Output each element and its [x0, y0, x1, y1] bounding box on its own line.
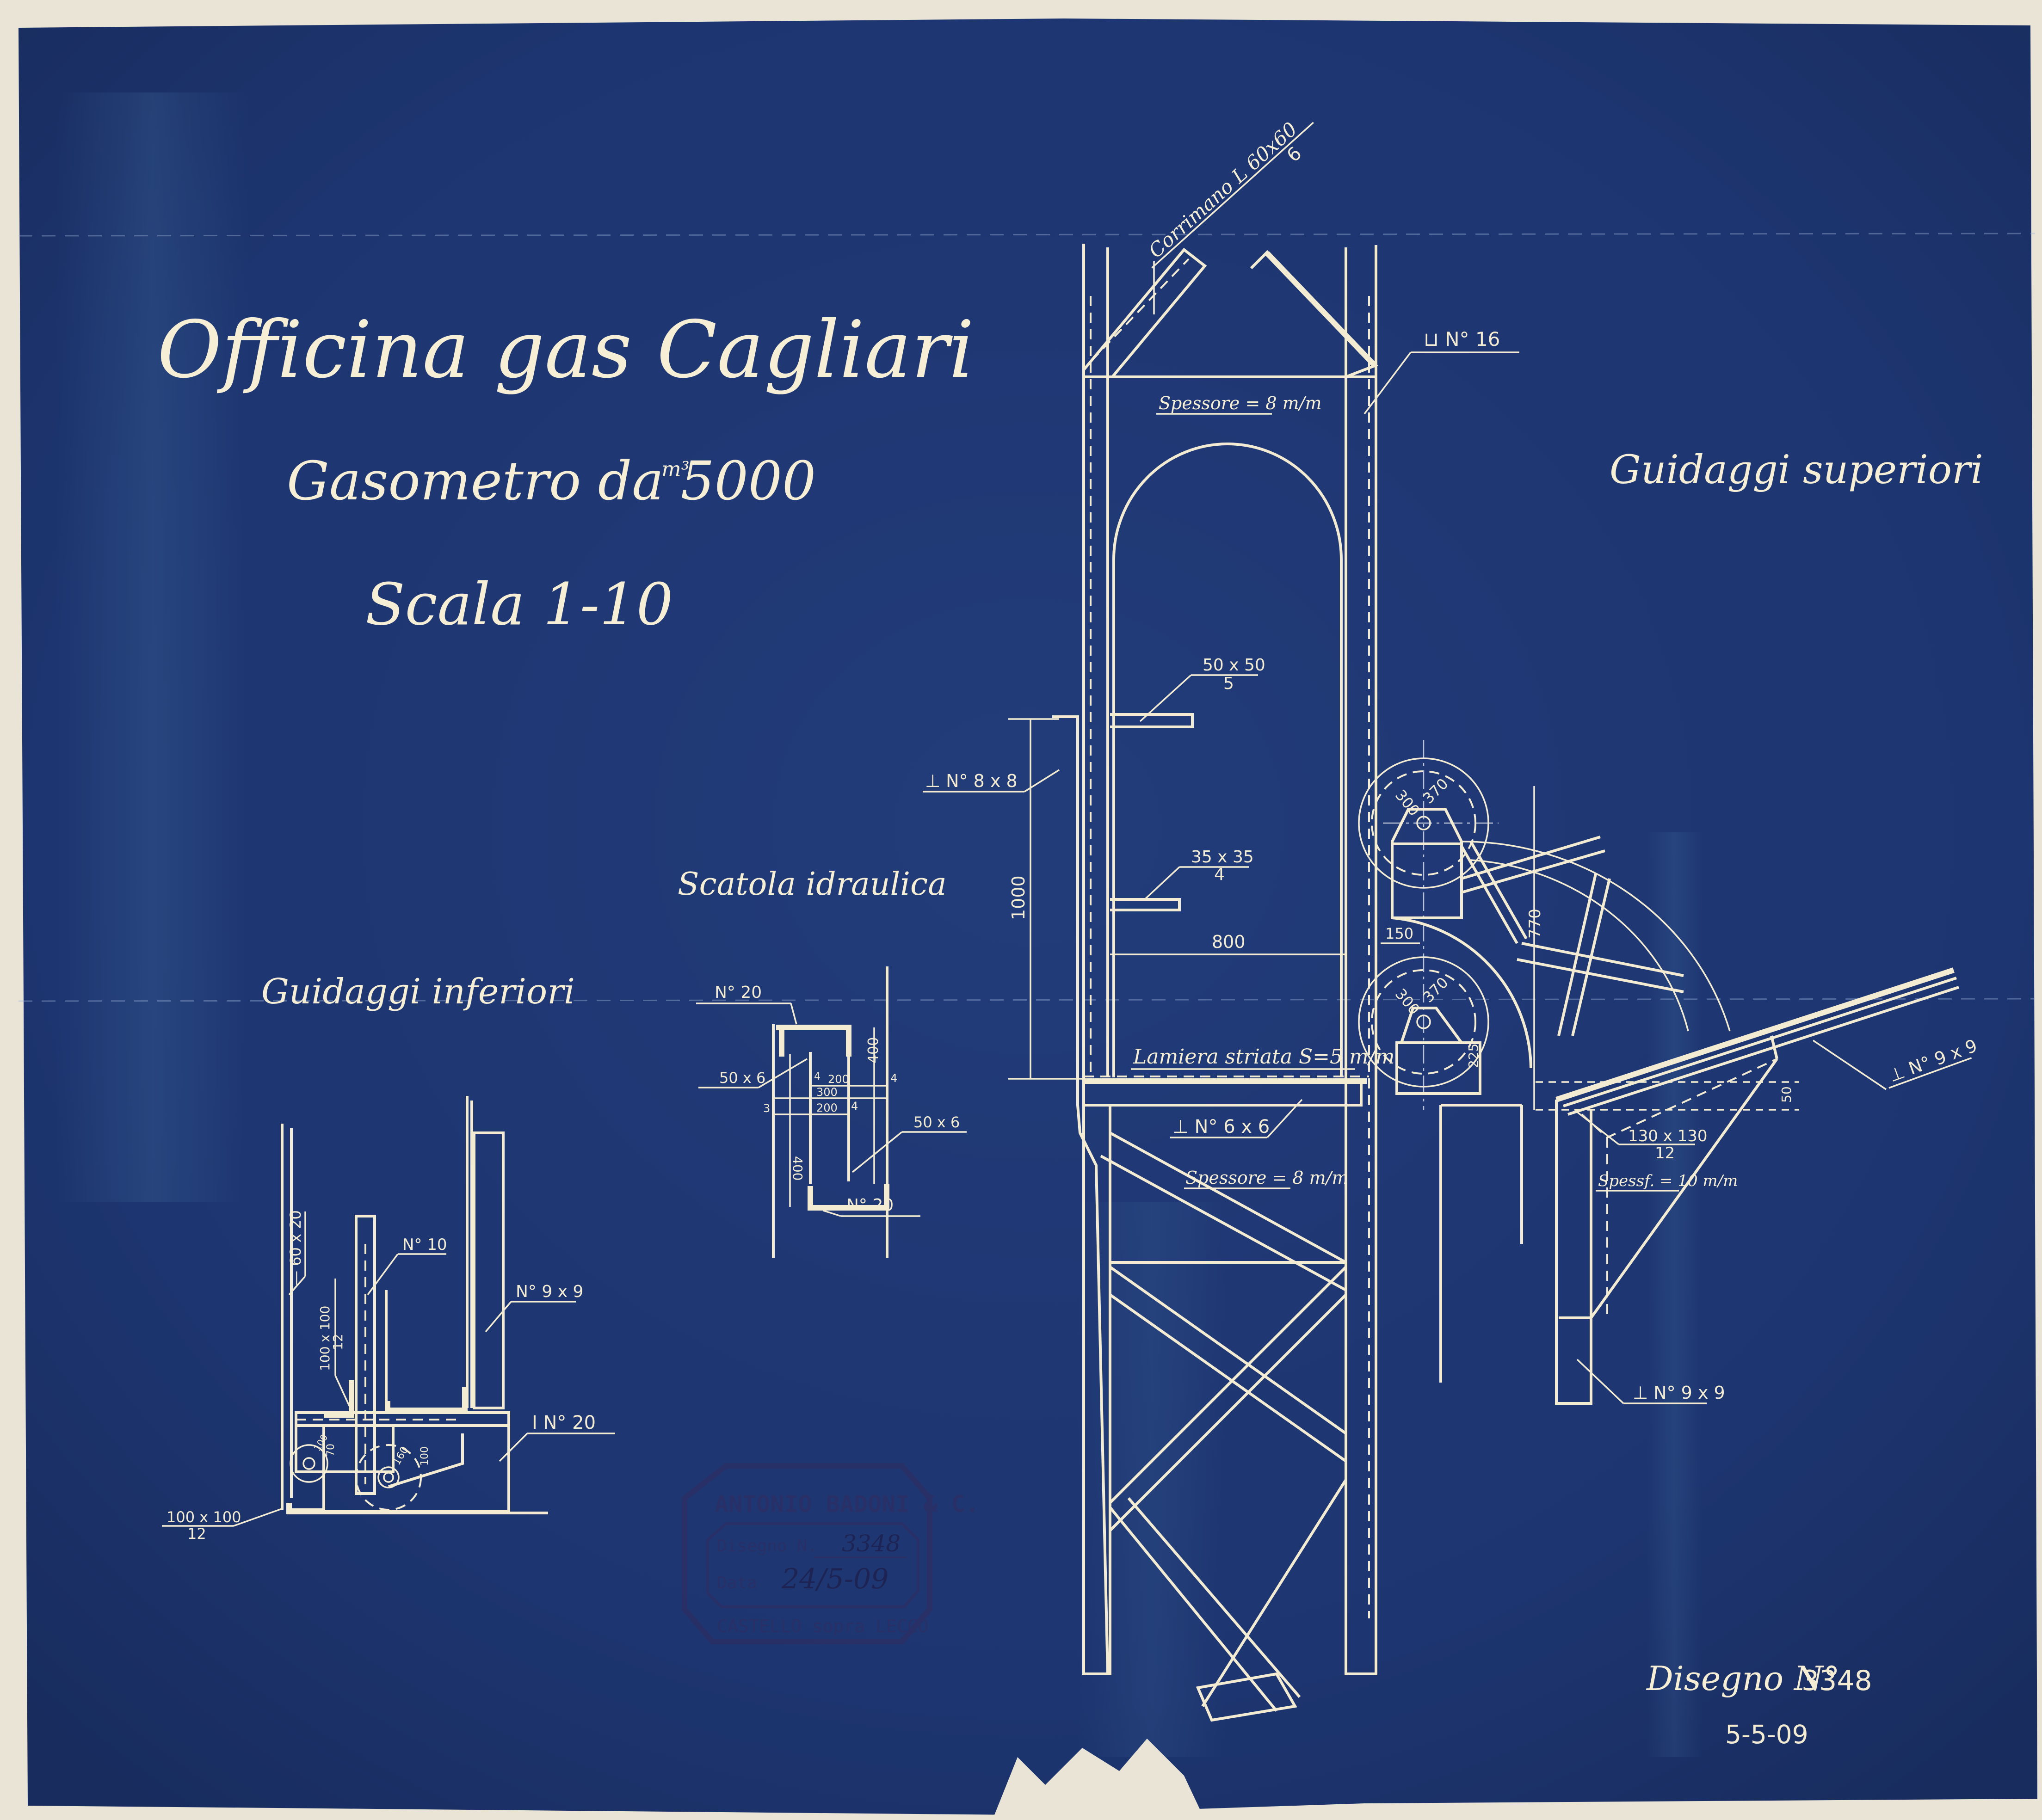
- label-checker-plate: Lamiera striata S=5 m/m: [1133, 1045, 1394, 1069]
- fold-line: [18, 233, 2036, 237]
- section-title-lower-guides: Guidaggi inferiori: [261, 971, 575, 1012]
- stamp-company: ANTONIO BADONI & C.: [715, 1491, 979, 1518]
- upper-guide-bracket: [1439, 967, 1959, 1405]
- label-angle-130: 130 x 130: [1628, 1127, 1708, 1145]
- drawing-number-value: 3348: [1801, 1665, 1872, 1697]
- label-box-dim-200-bottom: 200: [816, 1101, 838, 1114]
- label-box-channel-top: N° 20: [715, 983, 762, 1002]
- label-box-dim-4b: 4: [890, 1072, 897, 1085]
- label-box-dim-3: 3: [763, 1102, 770, 1115]
- torn-edge: [994, 1739, 1203, 1815]
- label-flat-60x20: — 60 x 20: [287, 1210, 304, 1285]
- label-angle-130-thickness: 12: [1655, 1144, 1675, 1162]
- stamp-location: CASTELLO sopra LECCO: [717, 1616, 929, 1636]
- label-angle-100: 100 x 100: [167, 1508, 241, 1526]
- label-box-dim-300: 300: [816, 1086, 838, 1099]
- label-beam-20: I N° 20: [532, 1412, 596, 1433]
- upper-guide-assembly: [1358, 740, 1731, 1110]
- label-tee-8x8: ⊥ N° 8 x 8: [925, 771, 1018, 791]
- stamp-date-value: 24/5-09: [781, 1563, 888, 1595]
- main-guide-tower: [1008, 244, 1379, 1722]
- label-height-1000: 1000: [1008, 875, 1029, 920]
- label-channel-16: ⊔ N° 16: [1424, 328, 1500, 350]
- drawing-date: 5-5-09: [1725, 1720, 1808, 1749]
- drawing-scale: Scala 1-10: [365, 571, 673, 638]
- hydraulic-box-detail: N° 20 50 x 6 400 200 300 200 4 4 4 3 50 …: [696, 966, 967, 1258]
- water-stain: [56, 92, 250, 1202]
- label-box-dim-200-top: 200: [828, 1073, 849, 1086]
- label-angle-35-thickness: 4: [1214, 865, 1225, 884]
- label-dim-225: 225: [1466, 1044, 1481, 1068]
- section-title-upper-guides: Guidaggi superiori: [1610, 447, 1983, 493]
- label-box-height-right: 400: [865, 1037, 882, 1064]
- label-angle-100-vertical: 100 x 100: [317, 1306, 333, 1371]
- label-box-dim-4c: 4: [851, 1100, 858, 1113]
- label-dim-100b: 100: [419, 1446, 431, 1466]
- label-angle-100-vertical-thickness: 12: [330, 1334, 345, 1350]
- drawing-title: Officina gas Cagliari: [157, 304, 974, 396]
- label-thickness-top: Spessore = 8 m/m: [1159, 393, 1322, 413]
- label-box-dim-4a: 4: [814, 1071, 821, 1082]
- fold-line: [18, 998, 2036, 1002]
- label-tee-9x9-bottom: ⊥ N° 9 x 9: [1633, 1383, 1725, 1403]
- label-box-flat-right: 50 x 6: [913, 1113, 960, 1131]
- stamp-drawing-label: Disegno N.: [717, 1537, 817, 1556]
- stamp-date-label: Data: [717, 1574, 757, 1592]
- label-dim-70: 70: [325, 1444, 337, 1457]
- label-channel-10: N° 10: [402, 1236, 447, 1254]
- label-box-channel-bottom: N° 20: [846, 1196, 894, 1215]
- paper-background: [19, 18, 2037, 1815]
- drawing-subtitle-unit: m³: [661, 457, 690, 481]
- label-angle-35: 35 x 35: [1191, 848, 1254, 867]
- label-tee-6x6: ⊥ N° 6 x 6: [1172, 1116, 1270, 1138]
- label-width-800: 800: [1212, 932, 1246, 952]
- label-angle-50-thickness: 5: [1223, 674, 1234, 693]
- label-height-770: 770: [1526, 909, 1544, 939]
- section-title-hydraulic-box: Scatola idraulica: [678, 866, 947, 903]
- company-stamp: ANTONIO BADONI & C. Disegno N. 3348 Data…: [682, 1463, 979, 1644]
- label-thickness-bottom: Spessore = 8 m/m: [1185, 1168, 1349, 1188]
- drawing-number-label: Disegno N°: [1646, 1659, 1840, 1698]
- label-dim-50: 50: [1779, 1086, 1794, 1103]
- label-box-flat-left: 50 x 6: [719, 1069, 765, 1087]
- label-angle-100-thickness: 12: [187, 1525, 206, 1543]
- label-angle-50: 50 x 50: [1203, 656, 1265, 675]
- stamp-drawing-value: 3348: [842, 1530, 901, 1557]
- label-tee-9x9: N° 9 x 9: [516, 1282, 583, 1301]
- label-offset-150: 150: [1385, 925, 1413, 942]
- drawing-subtitle: Gasometro da 5000: [287, 450, 816, 512]
- label-box-height-left: 400: [790, 1156, 805, 1181]
- label-thickness-10: Spessf. = 10 m/m: [1598, 1172, 1738, 1190]
